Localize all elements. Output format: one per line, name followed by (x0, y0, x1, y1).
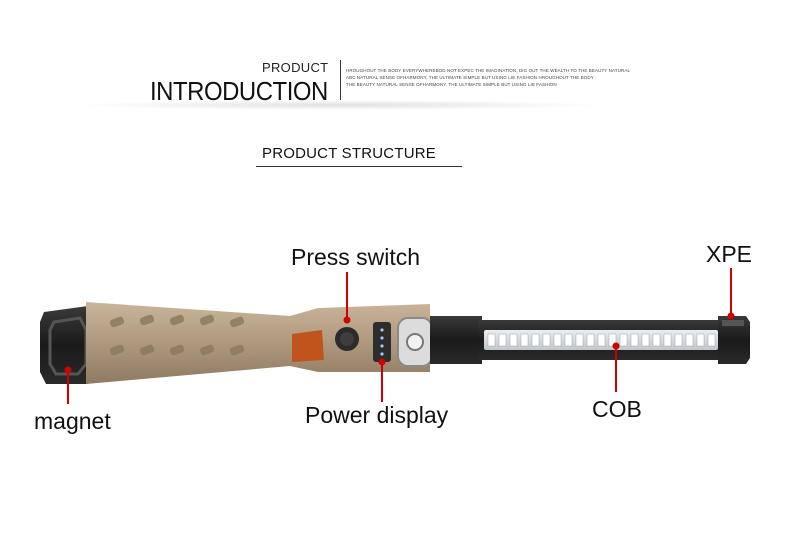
header-tagline-line: THE BEAUTY NATURAL SENSE OFHARMONY, THE … (346, 82, 557, 87)
section-title: PRODUCT STRUCTURE (262, 145, 436, 162)
header-tagline-line: HROUGHOUT THE BODY EVERYWHEREBOD NOT EXP… (346, 68, 631, 73)
light-bar (430, 316, 750, 364)
section-underline (256, 166, 462, 167)
header-small-title: PRODUCT (262, 60, 329, 75)
header-shadow (70, 100, 610, 110)
label-magnet: magnet (34, 408, 111, 434)
label-cob: COB (592, 396, 642, 422)
header-divider (340, 60, 341, 100)
label-power-display: Power display (305, 402, 449, 428)
header-big-title: INTRODUCTION (150, 76, 328, 106)
header-tagline-line: ABC NATURAL SENSE OFHARMONY, THE ULTIMAT… (346, 75, 594, 80)
handle-body (86, 302, 433, 384)
callouts (64, 268, 735, 404)
magnet-end-cap (40, 306, 100, 384)
label-press-switch: Press switch (291, 244, 421, 270)
label-xpe: XPE (706, 241, 753, 267)
